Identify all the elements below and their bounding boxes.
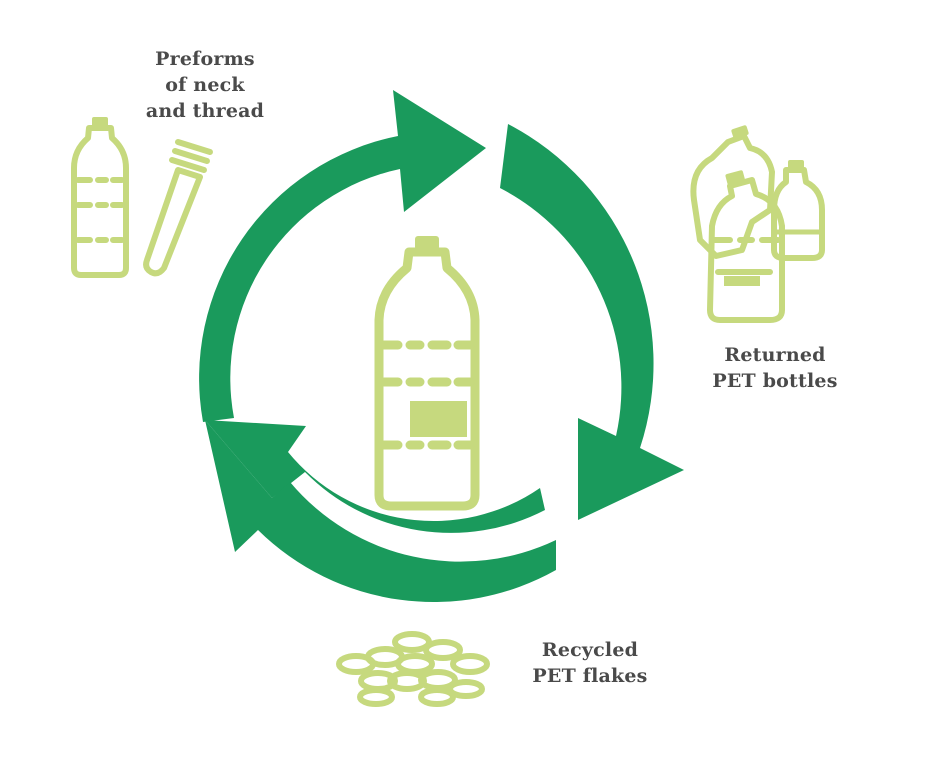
cycle-arrow-bottom-outer (205, 420, 556, 603)
pet-flakes-icon (336, 631, 490, 707)
bottle-icon (71, 117, 129, 278)
label-returned-line-1: Returned (724, 344, 826, 366)
label-flakes-line-1: Recycled (541, 639, 639, 661)
cycle-arrow-top (199, 90, 486, 422)
recycling-arrows (199, 90, 684, 533)
label-preforms: Preforms of neck and thread (120, 46, 290, 124)
label-preforms-line-1: Preforms (155, 48, 255, 70)
plastic-bottle-icon (374, 236, 480, 511)
label-preforms-line-3: and thread (145, 100, 265, 122)
cycle-arrow-right (500, 124, 684, 520)
label-preforms-line-2: of neck (165, 74, 245, 96)
preform-tube-icon (143, 139, 213, 277)
label-returned-bottles: Returned PET bottles (690, 342, 860, 394)
crushed-bottles-icon (690, 125, 825, 323)
label-returned-line-2: PET bottles (712, 370, 838, 392)
cycle-arrow-bottom (205, 420, 545, 533)
label-recycled-flakes: Recycled PET flakes (505, 637, 675, 689)
label-flakes-line-2: PET flakes (532, 665, 648, 687)
